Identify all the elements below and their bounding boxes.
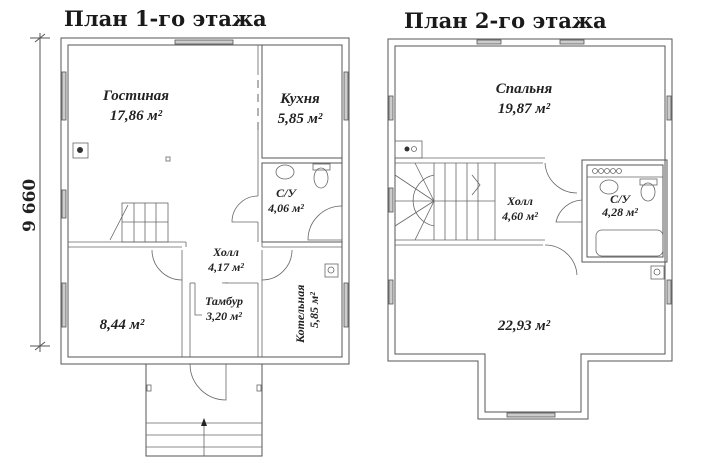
- room-name-kitchen: Кухня: [279, 91, 320, 107]
- sink-icon: [599, 179, 619, 195]
- boiler-icon: [324, 263, 339, 278]
- window: [174, 39, 234, 45]
- window: [666, 279, 672, 305]
- room-name-bathroom: С/У: [276, 186, 297, 200]
- bathtub-icon: [595, 229, 664, 257]
- floor1-title: План 1-го этажа: [64, 6, 267, 31]
- chimney-icon: [72, 142, 89, 159]
- window: [343, 71, 349, 121]
- sink-icon: [275, 164, 295, 180]
- window: [343, 282, 349, 328]
- window: [506, 412, 556, 418]
- floor1-plan: [60, 37, 350, 457]
- window: [388, 95, 394, 121]
- room-area-room2: 22,93 м²: [497, 318, 551, 334]
- room-name-vestibule: Тамбур: [205, 294, 243, 308]
- dimension-label: 9 660: [20, 179, 40, 232]
- room-name-boiler: Котельная: [293, 285, 307, 344]
- room-area-bedroom: 19,87 м²: [498, 101, 551, 117]
- window: [61, 71, 67, 121]
- floor2-plan: [387, 38, 673, 420]
- staircase: [109, 202, 169, 243]
- room-name-living: Гостиная: [102, 88, 169, 104]
- window: [476, 39, 502, 45]
- room-name-bathroom2: С/У: [610, 192, 631, 206]
- shower-icon: [307, 205, 343, 241]
- room-area-bathroom: 4,06 м²: [267, 201, 304, 215]
- room-name-bedroom: Спальня: [496, 81, 553, 97]
- floor2-title: План 2-го этажа: [404, 8, 607, 33]
- room-area-vestibule: 3,20 м²: [205, 309, 242, 323]
- entrance-arrow-icon: [201, 418, 207, 426]
- room-area-hall2: 4,60 м²: [501, 209, 538, 223]
- room-area-bathroom2: 4,28 м²: [601, 205, 638, 219]
- dimension-line: [30, 33, 50, 352]
- window: [388, 279, 394, 305]
- window: [388, 187, 394, 213]
- window: [559, 39, 585, 45]
- room-area-boiler: 5,85 м²: [307, 292, 321, 328]
- room-name-hall: Холл: [212, 245, 239, 259]
- room-area-kitchen: 5,85 м²: [278, 111, 323, 127]
- window: [61, 189, 67, 219]
- window: [666, 95, 672, 121]
- room-name-hall2: Холл: [506, 194, 533, 208]
- toilet-icon: [639, 178, 658, 186]
- window: [61, 282, 67, 328]
- room-area-hall: 4,17 м²: [207, 260, 244, 274]
- boiler-icon: [650, 265, 665, 280]
- room-area-living: 17,86 м²: [110, 108, 163, 124]
- staircase: [394, 162, 496, 241]
- toilet-icon: [312, 163, 331, 171]
- radiator-icon: [592, 168, 622, 174]
- room-area-bedroom1: 8,44 м²: [100, 317, 145, 333]
